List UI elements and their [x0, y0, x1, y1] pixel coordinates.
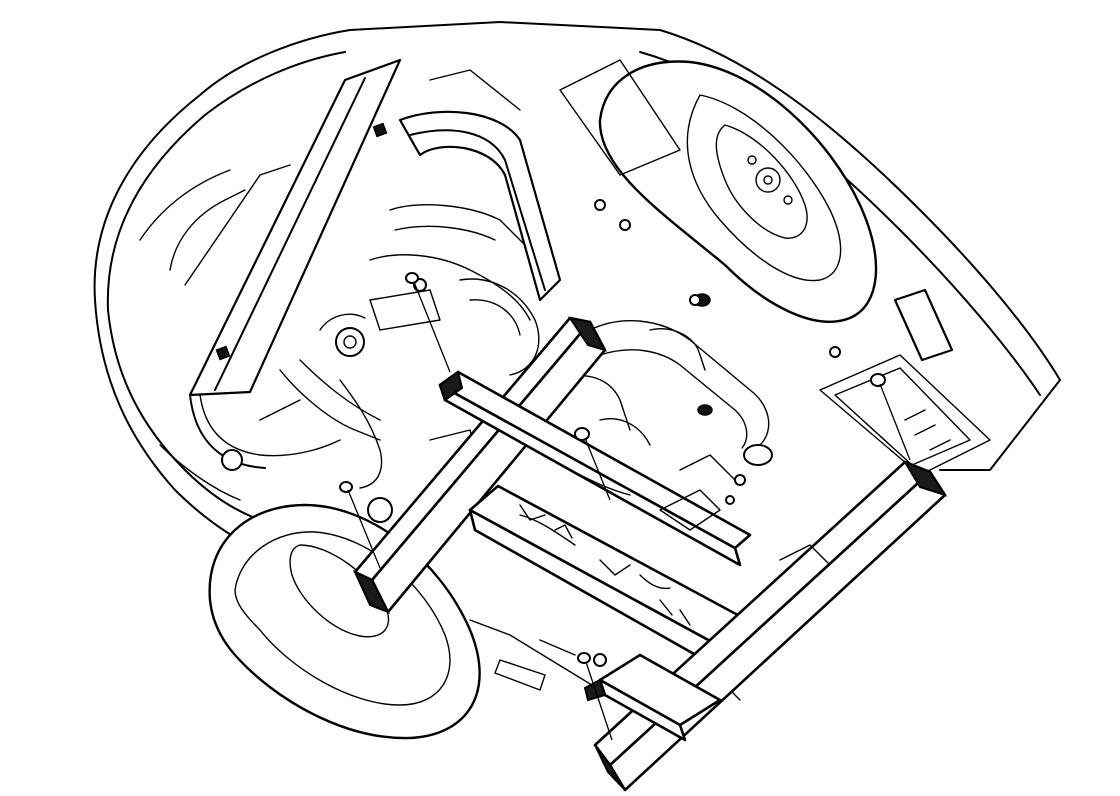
lift-point-rear-right — [870, 373, 911, 461]
lift-point-rear-left — [574, 427, 611, 501]
front-subframe — [169, 58, 562, 471]
exhaust-pipe — [589, 293, 773, 466]
lift-point-rear-lower — [577, 652, 613, 741]
engine-underside — [259, 204, 651, 523]
misc-details — [519, 454, 831, 590]
lift-point-front-left — [339, 481, 381, 569]
lift-point-front-right — [405, 272, 451, 373]
lift-beam-rear-short — [583, 653, 722, 742]
spare-tire — [598, 60, 878, 323]
side-sill-floor — [469, 619, 741, 701]
rear-floor-panel — [429, 59, 991, 476]
